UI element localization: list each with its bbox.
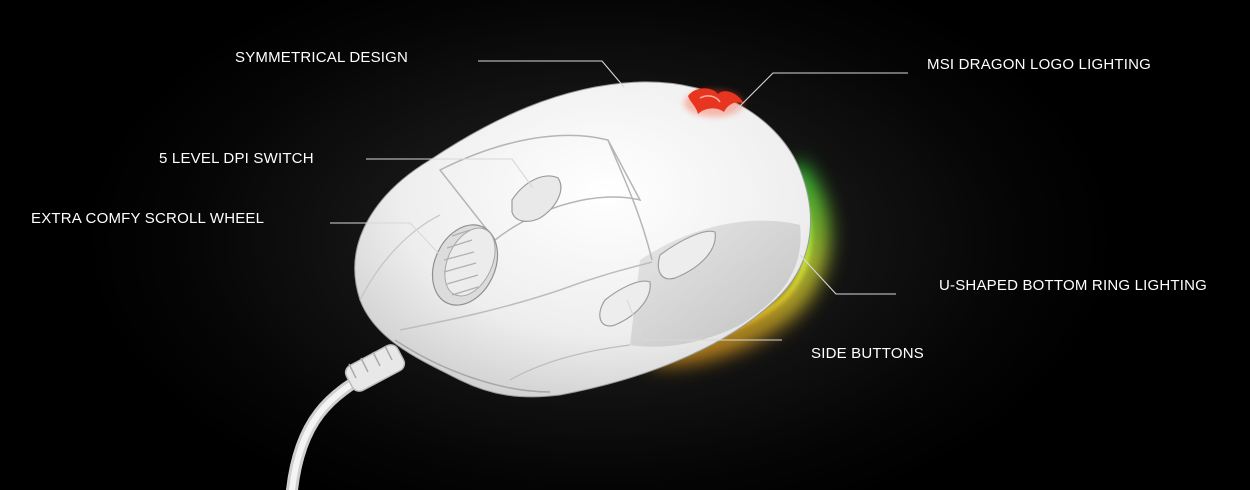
mouse-cable <box>286 344 406 490</box>
label-symmetrical-design: SYMMETRICAL DESIGN <box>235 49 409 66</box>
leader-line-dragon-logo <box>732 72 908 114</box>
leader-lines <box>330 60 908 341</box>
leader-line-side <box>626 299 782 341</box>
side-buttons <box>599 230 716 327</box>
dpi-switch-button <box>511 175 562 222</box>
leader-line-ring <box>799 254 896 295</box>
label-dragon-logo: MSI DRAGON LOGO LIGHTING <box>927 56 1151 73</box>
label-side-buttons: SIDE BUTTONS <box>811 345 924 362</box>
leader-line-dpi <box>366 158 534 189</box>
scroll-wheel <box>431 224 499 306</box>
label-dpi-switch: 5 LEVEL DPI SWITCH <box>159 150 314 167</box>
label-scroll-wheel: EXTRA COMFY SCROLL WHEEL <box>31 210 265 227</box>
mouse-body <box>354 81 811 398</box>
label-bottom-ring-lighting: U-SHAPED BOTTOM RING LIGHTING <box>939 277 1208 294</box>
leader-line-symmetrical <box>478 60 625 88</box>
dragon-logo-icon <box>684 88 744 117</box>
leader-line-scroll <box>330 222 441 256</box>
cable-strain-relief <box>344 344 406 392</box>
